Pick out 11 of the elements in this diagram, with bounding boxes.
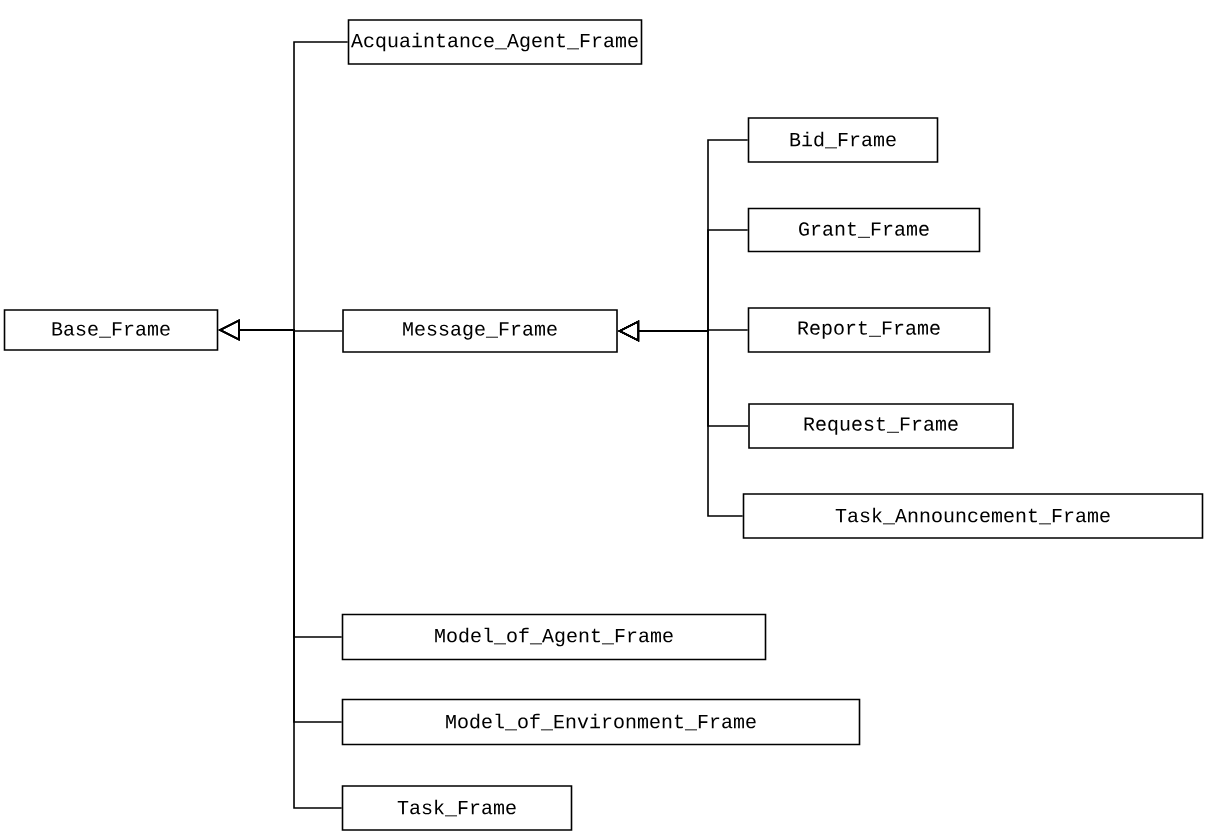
class-box: Base_Frame — [3, 309, 219, 351]
class-box: Request_Frame — [748, 403, 1014, 449]
class-box: Task_Announcement_Frame — [742, 493, 1204, 539]
class-box: Model_of_Environment_Frame — [341, 698, 861, 746]
class-box: Message_Frame — [342, 309, 618, 353]
class-box: Grant_Frame — [747, 207, 981, 253]
class-box: Model_of_Agent_Frame — [341, 613, 767, 661]
class-box: Task_Frame — [341, 785, 573, 831]
class-box: Report_Frame — [747, 307, 991, 353]
class-box: Acquaintance_Agent_Frame — [347, 19, 643, 65]
class-box: Bid_Frame — [747, 117, 939, 163]
